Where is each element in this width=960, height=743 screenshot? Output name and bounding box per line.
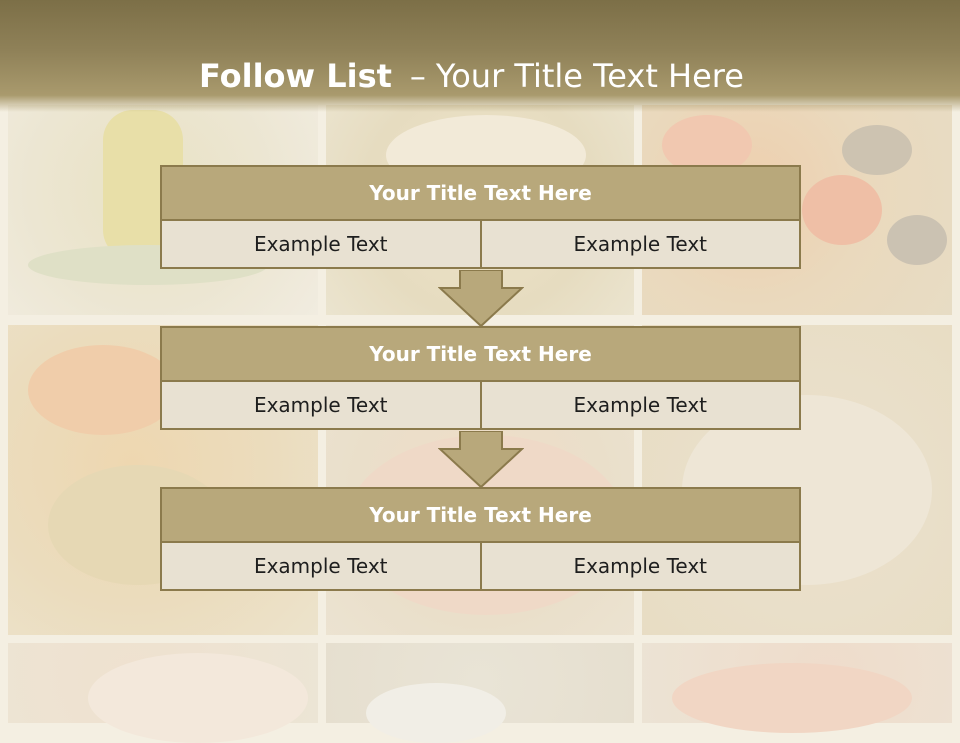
- block-row: Example Text Example Text: [160, 541, 801, 591]
- header-band: [0, 0, 960, 112]
- block-row: Example Text Example Text: [160, 219, 801, 269]
- title-bold: Follow List: [199, 57, 392, 95]
- block-title: Your Title Text Here: [160, 326, 801, 382]
- example-text-left: Example Text: [160, 380, 482, 430]
- example-text-right: Example Text: [479, 219, 801, 269]
- list-block-2: Your Title Text Here Example Text Exampl…: [160, 326, 801, 430]
- down-arrow-icon: [438, 431, 524, 489]
- block-row: Example Text Example Text: [160, 380, 801, 430]
- mozzarella-photo: [326, 643, 634, 743]
- example-text-left: Example Text: [160, 541, 482, 591]
- example-text-right: Example Text: [479, 541, 801, 591]
- down-arrow-icon: [438, 270, 524, 328]
- pizza-sign-photo: [8, 643, 318, 743]
- title-separator: –: [409, 57, 426, 95]
- block-title: Your Title Text Here: [160, 487, 801, 543]
- list-block-3: Your Title Text Here Example Text Exampl…: [160, 487, 801, 591]
- list-block-1: Your Title Text Here Example Text Exampl…: [160, 165, 801, 269]
- pizza-slice-photo: [642, 643, 952, 733]
- example-text-right: Example Text: [479, 380, 801, 430]
- block-title: Your Title Text Here: [160, 165, 801, 221]
- example-text-left: Example Text: [160, 219, 482, 269]
- slide-title: Follow List–Your Title Text Here: [0, 56, 943, 96]
- title-rest: Your Title Text Here: [435, 57, 744, 95]
